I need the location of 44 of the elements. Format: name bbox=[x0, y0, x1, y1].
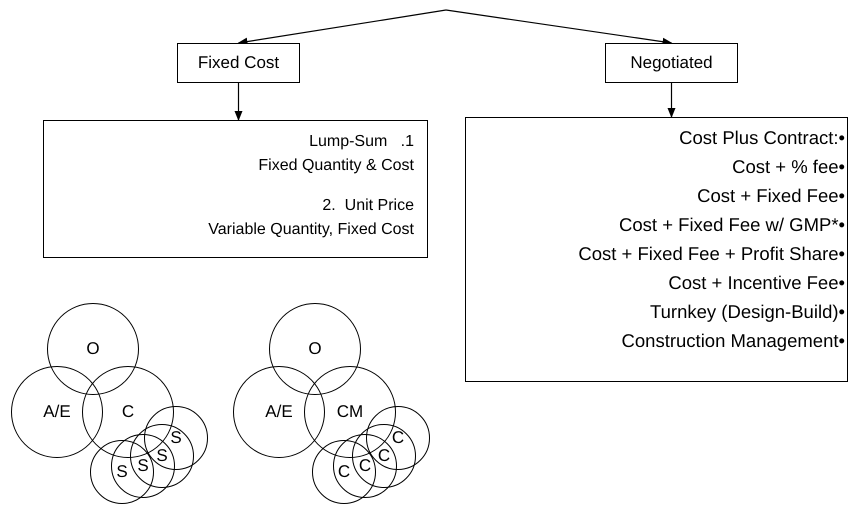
circle-label: C bbox=[392, 428, 404, 448]
circle-label: S bbox=[137, 456, 149, 476]
contract-type-text: Fixed Quantity & Cost bbox=[258, 156, 414, 176]
category-label: Negotiated bbox=[629, 53, 714, 73]
arrow bbox=[238, 9, 446, 46]
contract-type-text: Cost Plus Contract:• bbox=[679, 127, 845, 149]
circle-label: CM bbox=[336, 402, 364, 422]
category-box bbox=[605, 43, 738, 83]
circle-label: S bbox=[156, 446, 168, 466]
circle-label: A/E bbox=[43, 402, 71, 422]
circle-label: C bbox=[338, 462, 350, 482]
contract-type-text: Cost + % fee• bbox=[732, 156, 845, 178]
contract-type-text: Cost + Fixed Fee• bbox=[697, 185, 845, 207]
circle-label: O bbox=[86, 339, 100, 359]
circle-label: S bbox=[116, 462, 128, 482]
circle-label: C bbox=[122, 402, 134, 422]
contract-list-box bbox=[43, 120, 428, 258]
contract-list-box bbox=[465, 117, 848, 382]
arrow bbox=[446, 9, 672, 46]
party-circle bbox=[130, 424, 194, 488]
party-circle bbox=[90, 440, 154, 504]
arrow bbox=[234, 83, 242, 121]
party-circle bbox=[47, 303, 139, 395]
party-circle bbox=[233, 366, 325, 458]
party-circle bbox=[312, 440, 376, 504]
contract-type-text: Cost + Incentive Fee• bbox=[668, 272, 845, 294]
contract-type-text: 2. Unit Price bbox=[322, 196, 414, 216]
contract-type-text: Turnkey (Design-Build)• bbox=[650, 301, 845, 323]
circle-label: C bbox=[378, 446, 390, 466]
party-circle bbox=[352, 424, 416, 488]
party-circle bbox=[11, 366, 103, 458]
circle-label: A/E bbox=[265, 402, 293, 422]
category-label: Fixed Cost bbox=[196, 53, 280, 73]
circle-label: C bbox=[358, 456, 372, 476]
category-box bbox=[177, 43, 300, 83]
circle-label: O bbox=[308, 339, 322, 359]
contract-type-text: Cost + Fixed Fee w/ GMP*• bbox=[619, 214, 845, 236]
contract-type-text: Construction Management• bbox=[622, 330, 845, 352]
circle-label: S bbox=[170, 428, 182, 448]
arrow bbox=[668, 83, 676, 118]
party-circle bbox=[269, 303, 361, 395]
contract-type-text: Cost + Fixed Fee + Profit Share• bbox=[578, 243, 845, 265]
contract-type-text: Variable Quantity, Fixed Cost bbox=[208, 220, 414, 240]
contract-type-text: Lump-Sum .1 bbox=[309, 132, 414, 152]
